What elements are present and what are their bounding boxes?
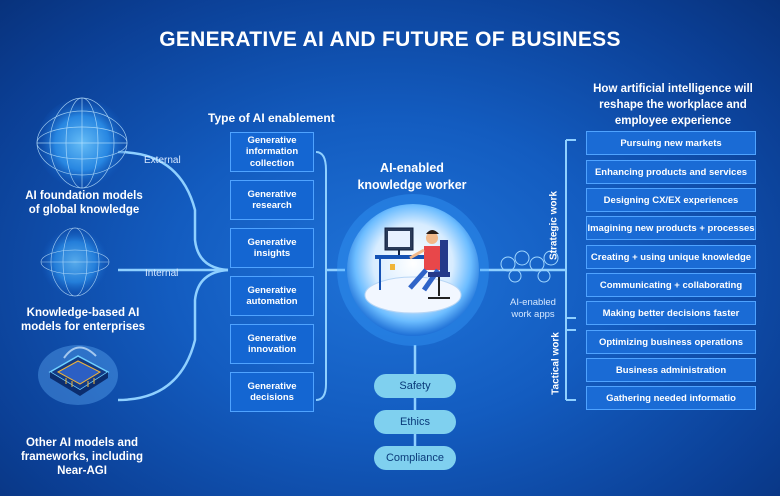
right-heading: How artificial intelligence will reshape… [593, 83, 753, 127]
strategic-item: Making better decisions faster [586, 301, 756, 325]
strategic-item: Pursuing new markets [586, 131, 756, 155]
enablement-item: Generative information collection [230, 132, 314, 172]
tactical-item: Gathering needed informatio [586, 386, 756, 410]
strategic-work-label: Strategic work [548, 191, 560, 260]
globe-icon [36, 97, 128, 189]
center-title: AI-enabled knowledge worker [357, 161, 467, 192]
enablement-item: Generative insights [230, 228, 314, 268]
ethics-pill: Ethics [374, 410, 456, 434]
external-label: External [144, 155, 181, 166]
tactical-item: Business administration [586, 358, 756, 382]
left-item-knowledge-models: Knowledge-based AI models for enterprise… [21, 307, 145, 333]
left-item-foundation-models: AI foundation models of global knowledge [25, 190, 143, 216]
tactical-work-label: Tactical work [550, 332, 562, 395]
work-apps-label: AI-enabled work apps [510, 297, 556, 320]
network-sphere-icon [40, 227, 110, 297]
brain-chip-icon [38, 345, 118, 405]
enablement-heading: Type of AI enablement [208, 111, 335, 125]
knowledge-worker-illustration [337, 194, 489, 346]
strategic-item: Creating + using unique knowledge [586, 245, 756, 269]
enablement-item: Generative automation [230, 276, 314, 316]
app-bubbles-icon [500, 250, 559, 283]
safety-pill: Safety [374, 374, 456, 398]
tactical-item: Optimizing business operations [586, 330, 756, 354]
compliance-pill: Compliance [374, 446, 456, 470]
internal-label: Internal [145, 268, 179, 279]
enablement-item: Generative decisions [230, 372, 314, 412]
left-item-other-models: Other AI models and frameworks, includin… [20, 437, 144, 477]
enablement-item: Generative research [230, 180, 314, 220]
strategic-item: Imagining new products + processes [586, 216, 756, 240]
strategic-item: Designing CX/EX experiences [586, 188, 756, 212]
enablement-item: Generative innovation [230, 324, 314, 364]
strategic-item: Communicating + collaborating [586, 273, 756, 297]
page-title: GENERATIVE AI AND FUTURE OF BUSINESS [159, 28, 621, 51]
strategic-item: Enhancing products and services [586, 160, 756, 184]
